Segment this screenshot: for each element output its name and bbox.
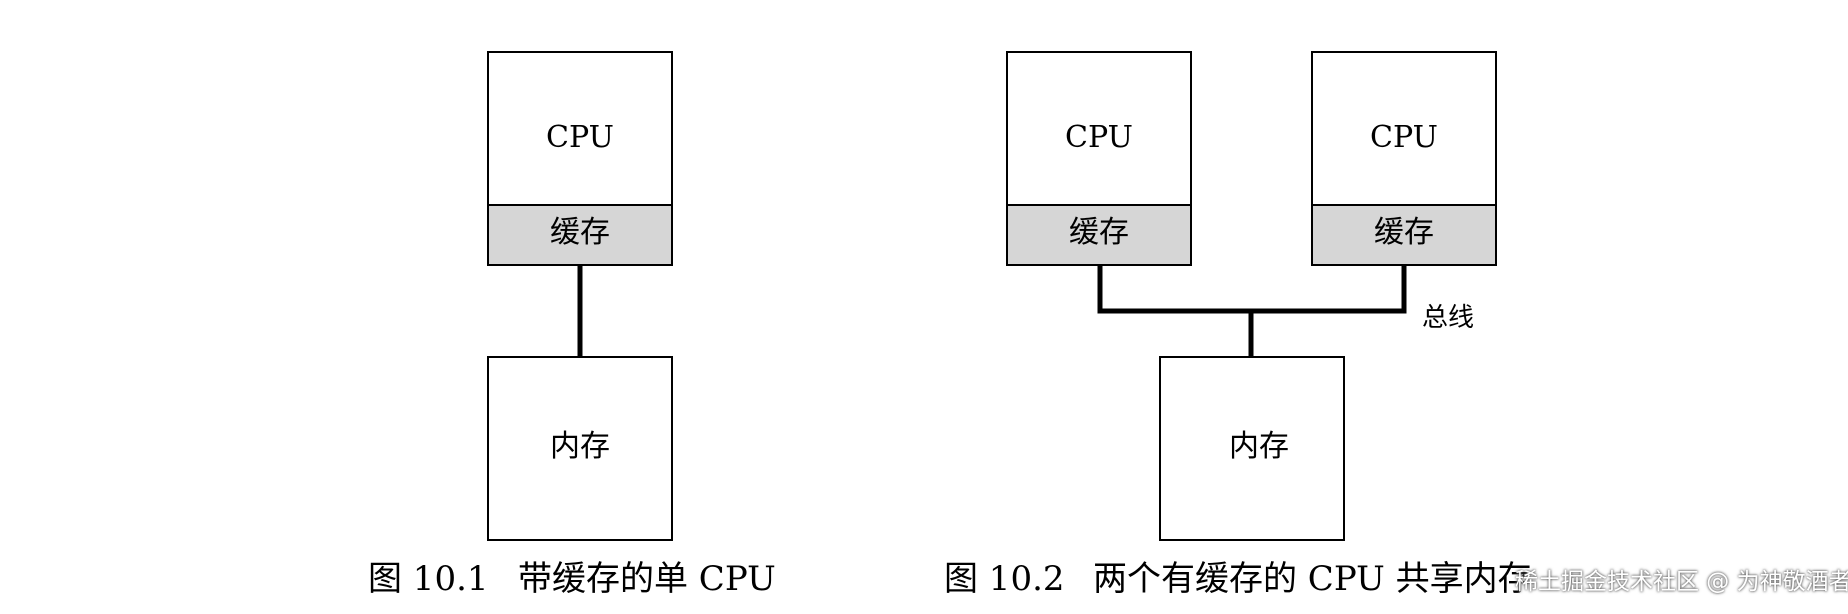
figure-10-2: CPU 缓存 CPU 缓存 总线 内存 图 10.2 两个有缓存的 CPU 共享… [944, 51, 1532, 599]
watermark: 稀土掘金技术社区 @ 为神敬酒者 [1515, 569, 1848, 595]
bus-label: 总线 [1422, 303, 1474, 333]
cpu-1-label: CPU [1065, 120, 1133, 155]
cpu-1-box [1006, 51, 1192, 206]
figure-2-caption-text: 两个有缓存的 CPU 共享内存 [1093, 559, 1532, 599]
cpu-label: CPU [546, 120, 614, 155]
shared-memory-box [1159, 356, 1345, 541]
cache-1-label: 缓存 [1069, 215, 1129, 250]
cache-box [487, 204, 673, 266]
memory-label: 内存 [550, 429, 610, 464]
figure-1-caption-number: 图 10.1 [368, 559, 489, 599]
shared-memory-label: 内存 [1229, 429, 1289, 464]
figure-10-1: CPU 缓存 内存 图 10.1 带缓存的单 CPU [368, 51, 776, 599]
cpu-box [487, 51, 673, 206]
figure-1-caption-text: 带缓存的单 CPU [518, 559, 776, 599]
cpu-2-label: CPU [1370, 120, 1438, 155]
bus-line [1097, 265, 1407, 314]
cache-1-box [1006, 204, 1192, 266]
cpu-2-box [1311, 51, 1497, 206]
memory-box [487, 356, 673, 541]
figure-2-caption-number: 图 10.2 [944, 559, 1065, 599]
cache-label: 缓存 [550, 215, 610, 250]
cache-2-label: 缓存 [1374, 215, 1434, 250]
cache-2-box [1311, 204, 1497, 266]
